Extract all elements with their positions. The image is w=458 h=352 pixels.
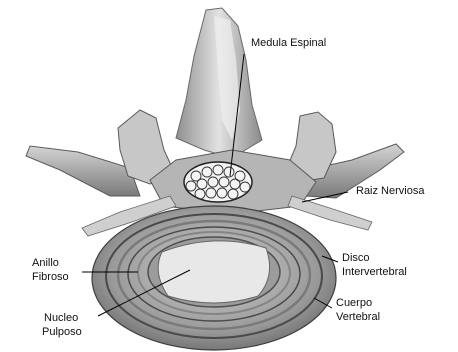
label-disco-line1: Disco [342, 251, 370, 265]
label-cuerpo-line2: Vertebral [336, 310, 380, 324]
label-disco-line2: Intervertebral [342, 265, 407, 279]
label-nucleo-line2: Pulposo [42, 325, 82, 339]
label-raiz-nerviosa: Raiz Nerviosa [356, 184, 424, 198]
label-medula-espinal: Medula Espinal [251, 36, 326, 50]
label-anillo-line2: Fibroso [32, 270, 69, 284]
label-cuerpo-line1: Cuerpo [336, 296, 372, 310]
nucleus-pulposus [158, 241, 269, 303]
label-anillo-line1: Anillo [32, 256, 59, 270]
label-nucleo-line1: Nucleo [44, 311, 78, 325]
right-nerve-root [288, 196, 372, 230]
